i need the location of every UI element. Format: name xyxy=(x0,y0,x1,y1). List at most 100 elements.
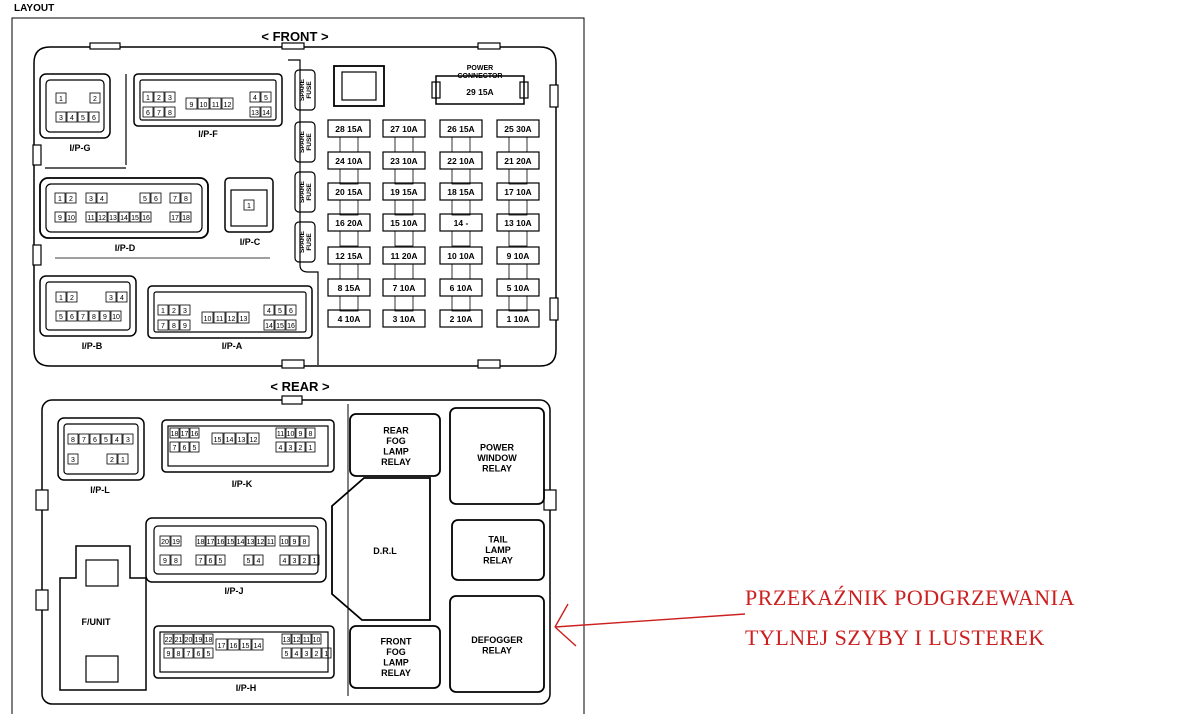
ip-f-cell xyxy=(142,91,154,103)
ip-f-pin: 2 xyxy=(157,95,161,102)
ip-j-pin: 20 xyxy=(161,539,169,546)
ip-j-pin: 2 xyxy=(303,558,307,565)
fuse-label: 10 10A xyxy=(447,251,474,261)
ip-a-cell xyxy=(274,304,286,316)
ip-b-pin: 9 xyxy=(103,314,107,321)
ip-k-cell xyxy=(189,441,200,453)
ip-a-cell xyxy=(157,319,169,331)
ip-k-pin: 1 xyxy=(309,445,313,452)
fuse-label: 8 15A xyxy=(338,283,361,293)
fuse-label: 26 15A xyxy=(447,124,474,134)
ip-j-cell xyxy=(243,554,254,566)
fuse-link xyxy=(451,136,471,153)
ip-h-pin: 21 xyxy=(175,637,183,644)
ip-d-pin: 11 xyxy=(87,215,94,222)
ip-a-pin: 3 xyxy=(183,308,187,315)
fuse-label: 23 10A xyxy=(390,156,417,166)
annotation-line-1: PRZEKAŹNIK PODGRZEWANIA xyxy=(745,585,1075,610)
fuse-link xyxy=(339,263,359,280)
ip-d-pin: 12 xyxy=(98,215,106,222)
relay-front-fog xyxy=(349,625,441,689)
ip-d-cell xyxy=(180,211,192,223)
fuse-link xyxy=(508,199,528,216)
fuse-label: 25 30A xyxy=(504,124,531,134)
ip-h-cell xyxy=(173,633,184,645)
ip-a-pin: 7 xyxy=(161,323,165,330)
ip-g-label: I/P-G xyxy=(69,143,90,153)
fuse-label: 6 10A xyxy=(450,283,473,293)
ip-a-cell xyxy=(225,311,238,324)
annotation-line-2: TYLNEJ SZYBY I LUSTEREK xyxy=(745,625,1045,650)
ip-k-pin: 6 xyxy=(183,445,187,452)
ip-g-cell xyxy=(55,92,67,104)
ip-j-cell xyxy=(279,554,290,566)
ip-h-pin: 2 xyxy=(315,651,319,658)
ip-b-pin: 4 xyxy=(120,295,124,302)
ip-j-pin: 17 xyxy=(207,539,215,546)
ip-h-pin: 5 xyxy=(207,651,211,658)
fuse-label: 7 10A xyxy=(393,283,416,293)
ip-j-cell xyxy=(195,535,206,547)
connector-ip-k xyxy=(161,419,335,473)
fuse-link xyxy=(451,168,471,185)
ip-d-pin: 10 xyxy=(67,215,75,222)
ip-a-pin: 2 xyxy=(172,308,176,315)
ip-h-cell xyxy=(203,633,214,645)
fuse-slot xyxy=(439,309,483,328)
ip-f-pin: 4 xyxy=(253,95,257,102)
ip-k-cell xyxy=(169,441,180,453)
ip-a-pin: 14 xyxy=(265,323,273,330)
ip-f-pin: 3 xyxy=(168,95,172,102)
ip-a-cell xyxy=(179,319,191,331)
ip-h-cell xyxy=(281,633,292,645)
ip-k-cell xyxy=(169,427,180,439)
ip-d-label: I/P-D xyxy=(115,243,136,253)
ip-h-pin: 22 xyxy=(165,637,173,644)
ip-k-cell xyxy=(275,441,286,453)
f-unit-label: F/UNIT xyxy=(82,617,111,627)
ip-a-cell xyxy=(263,304,275,316)
ip-j-cell xyxy=(245,535,256,547)
ip-l-cell xyxy=(111,433,123,445)
ip-d-cell xyxy=(140,211,152,223)
ip-a-pin: 10 xyxy=(204,316,212,323)
fuse-link xyxy=(339,230,359,247)
ip-h-pin: 11 xyxy=(303,637,310,644)
ip-b-pin: 10 xyxy=(112,314,120,321)
ip-h-pin: 16 xyxy=(230,643,238,650)
ip-d-cell xyxy=(85,192,97,204)
ip-g-pin: 2 xyxy=(93,96,97,103)
ip-g-pin: 6 xyxy=(92,115,96,122)
fuse-label: 16 20A xyxy=(335,218,362,228)
ip-j-cell xyxy=(253,554,264,566)
ip-h-label: I/P-H xyxy=(236,683,257,693)
ip-b-pin: 5 xyxy=(59,314,63,321)
fuse-label: 27 10A xyxy=(390,124,417,134)
ip-a-cell xyxy=(263,319,275,331)
ip-f-label: I/P-F xyxy=(198,129,218,139)
ip-a-pin: 1 xyxy=(161,308,165,315)
connector-ip-l xyxy=(57,417,145,481)
ip-j-pin: 4 xyxy=(257,558,261,565)
drawing-frame xyxy=(11,17,585,714)
fuse-label: 13 10A xyxy=(504,218,531,228)
ip-g-cell xyxy=(89,92,101,104)
ip-d-pin: 15 xyxy=(131,215,139,222)
ip-c-cell xyxy=(243,199,255,211)
ip-h-cell xyxy=(291,647,302,659)
spare-fuse-label: SPARE xyxy=(299,230,306,253)
ip-j-cell xyxy=(205,554,216,566)
relay-power-window xyxy=(449,407,545,505)
fuse-label: 2 10A xyxy=(450,314,473,324)
ip-j-cell xyxy=(225,535,236,547)
ip-d-pin: 4 xyxy=(100,196,104,203)
ip-b-label: I/P-B xyxy=(82,341,103,351)
ip-b-pin: 3 xyxy=(109,295,113,302)
relay-socket-top xyxy=(333,65,385,107)
ip-j-label: I/P-J xyxy=(224,586,243,596)
ip-j-cell xyxy=(255,535,266,547)
ip-l-pin: 6 xyxy=(93,437,97,444)
ip-f-cell xyxy=(164,91,176,103)
ip-d-cell xyxy=(180,192,192,204)
ip-g-cell xyxy=(55,111,67,123)
